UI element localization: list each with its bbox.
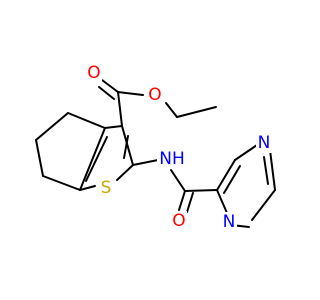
bond: [184, 189, 218, 192]
bond: [170, 169, 186, 192]
bond: [104, 125, 123, 129]
atom-label: N: [258, 133, 271, 153]
atom-label: S: [101, 178, 112, 198]
bond: [234, 144, 258, 161]
bond: [223, 165, 241, 194]
bond: [165, 102, 178, 118]
bond: [35, 139, 44, 177]
bond: [176, 106, 217, 118]
atom-oxygen-carbonyl-ester: O: [86, 63, 102, 83]
bond: [178, 190, 186, 211]
bond: [101, 79, 119, 93]
bond: [116, 164, 134, 181]
atom-label: NH: [159, 149, 185, 169]
bond: [132, 159, 159, 166]
bond: [98, 86, 115, 100]
bond: [121, 125, 134, 166]
bond: [79, 127, 106, 191]
atom-label: O: [148, 85, 161, 105]
bond: [85, 136, 108, 182]
atom-nitrogen-pyrazine-bottom: N: [221, 212, 237, 232]
atom-label: O: [87, 63, 100, 83]
bond: [251, 189, 276, 221]
bond: [263, 156, 269, 185]
atom-sulfur: S: [98, 178, 114, 198]
bond: [42, 175, 81, 191]
atom-amine: NH: [157, 149, 187, 169]
atom-nitrogen-pyrazine-top: N: [256, 133, 272, 153]
atom-oxygen-ester: O: [147, 85, 163, 105]
atom-label-layer: O O S NH O N N: [86, 63, 272, 232]
bond: [216, 159, 236, 191]
atom-label: N: [223, 212, 236, 232]
bond: [117, 91, 123, 127]
bond: [79, 185, 96, 191]
bond: [117, 91, 144, 96]
bond: [216, 189, 228, 214]
bond: [123, 135, 129, 159]
bond: [35, 112, 69, 141]
bond: [186, 192, 194, 213]
atom-oxygen-amide: O: [171, 211, 187, 231]
bond: [269, 149, 276, 191]
bond: [67, 112, 106, 129]
atom-label: O: [172, 211, 185, 231]
bond-layer: [35, 79, 276, 228]
molecule-structure: O O S NH O N N: [35, 63, 276, 232]
